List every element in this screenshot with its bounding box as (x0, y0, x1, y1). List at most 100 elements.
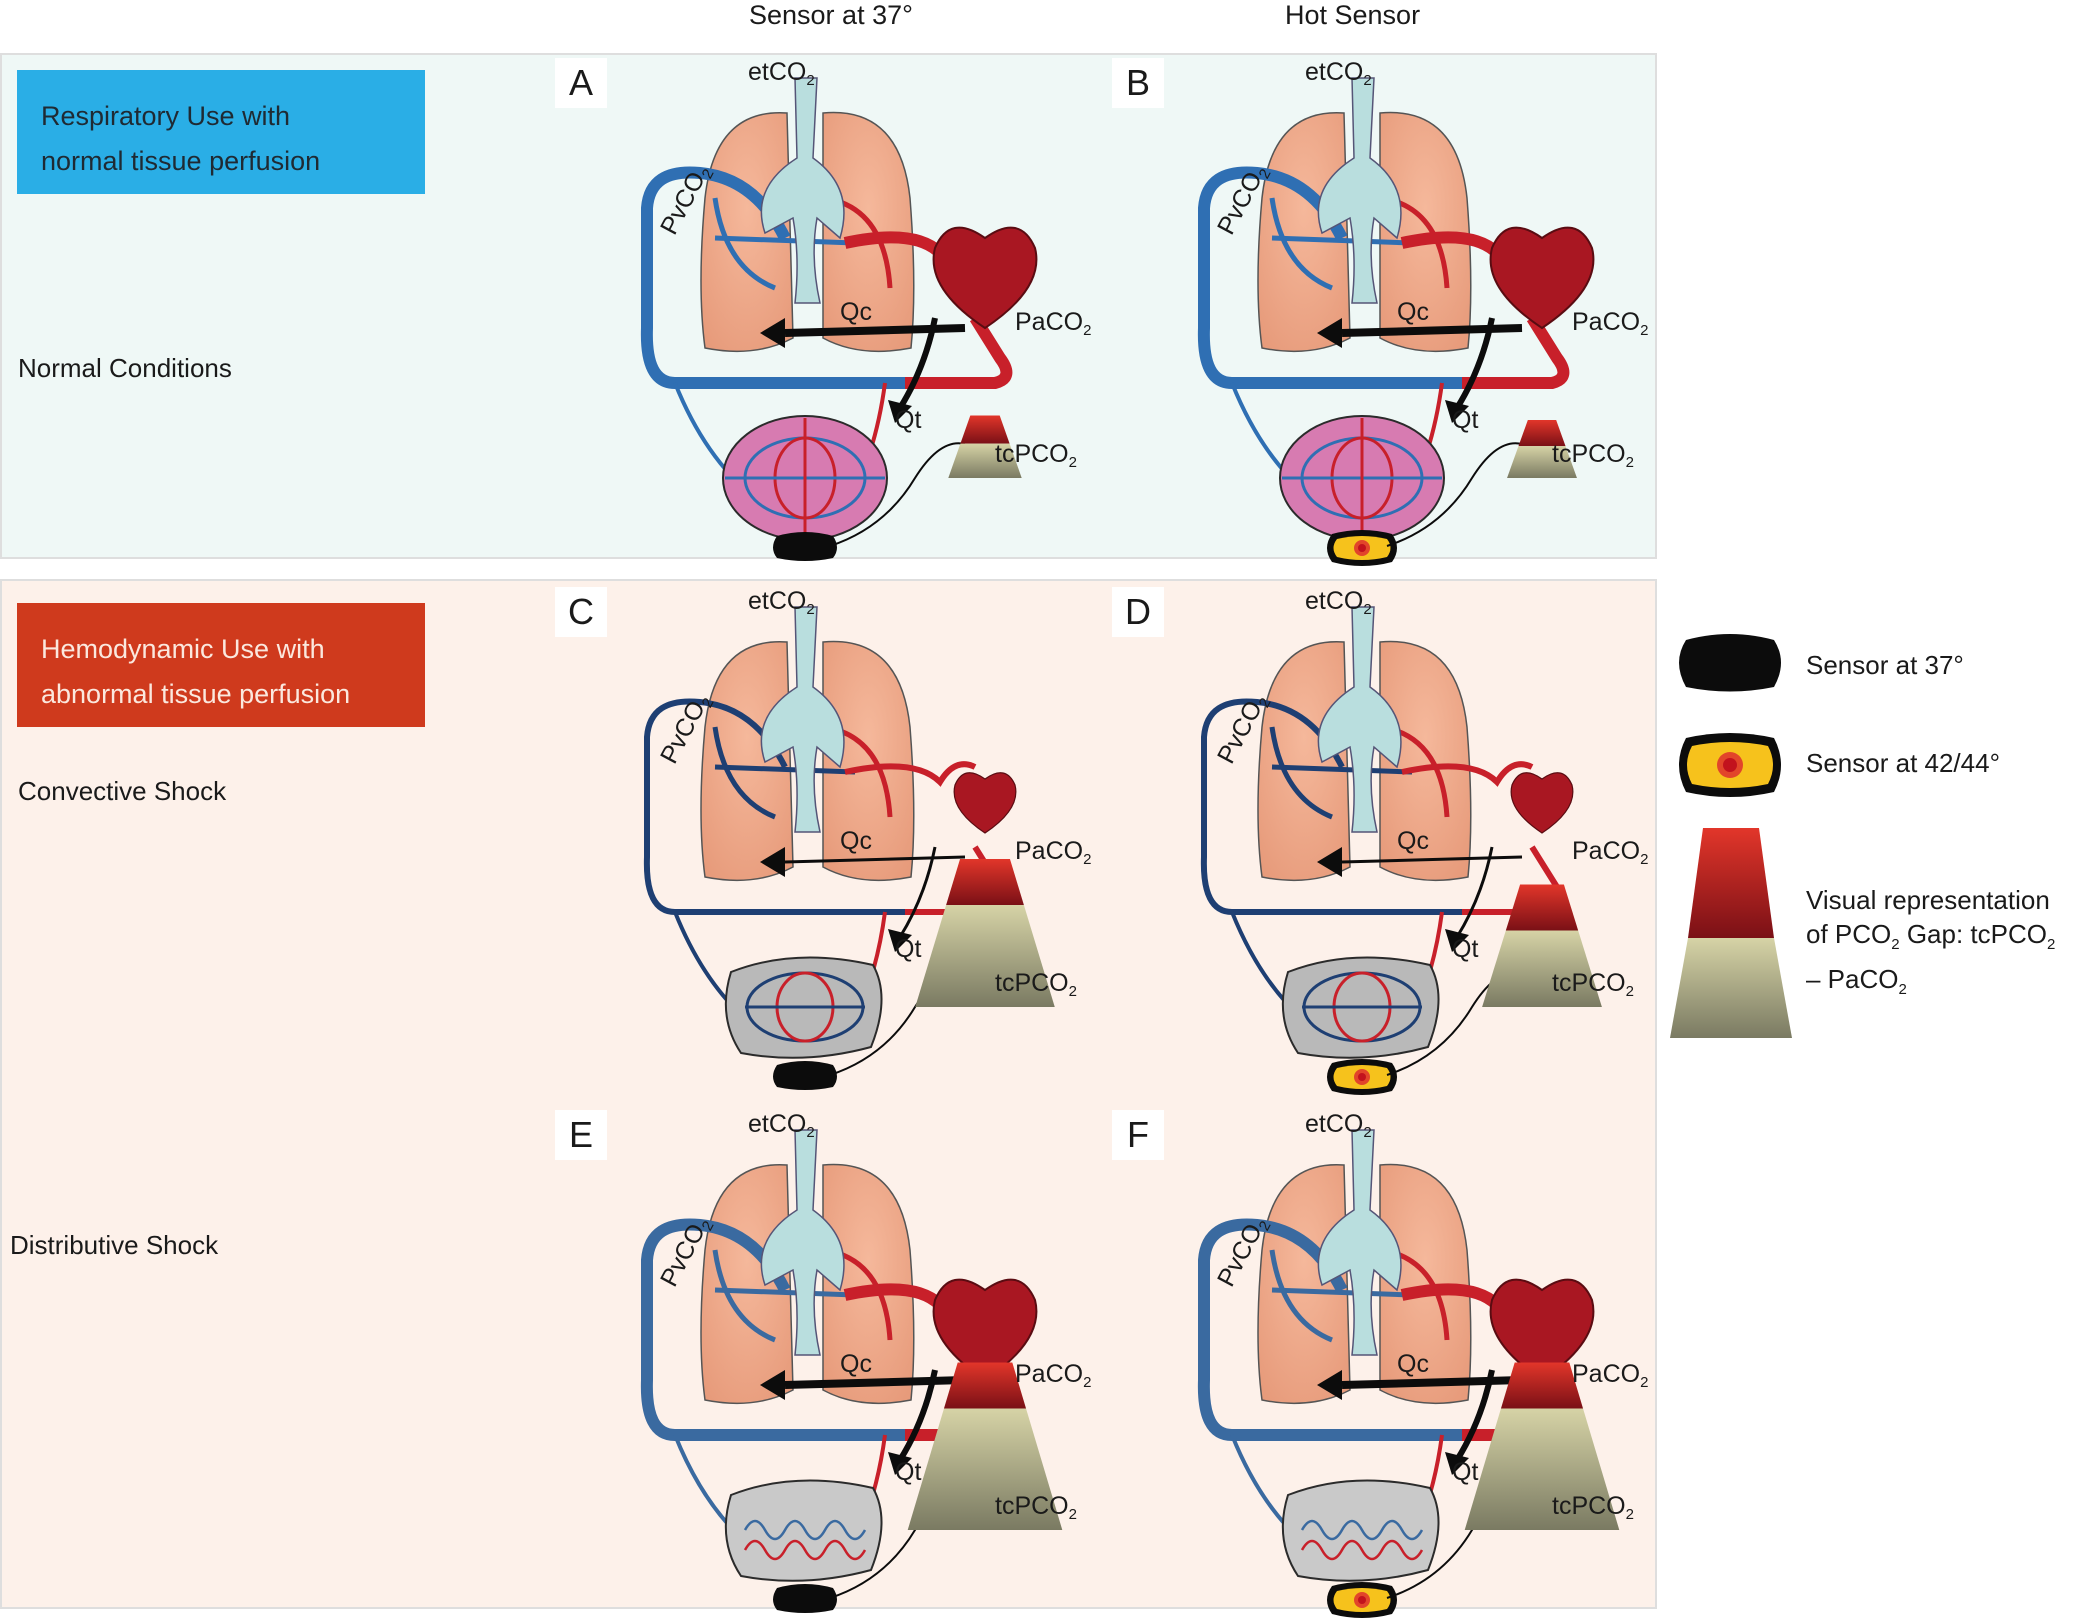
legend-gap-line2a: of PCO (1806, 919, 1892, 949)
paco2-label-subscript: 2 (1640, 322, 1649, 339)
tcpco2-label: tcPCO2 (1552, 1492, 1634, 1523)
etco2-label-text: etCO (1305, 1110, 1364, 1138)
panel-letter: B (1112, 58, 1164, 108)
tissue-compartment (1279, 415, 1445, 541)
venous-path (1197, 166, 1462, 389)
heart (932, 1278, 1038, 1382)
qt-label: Qt (895, 935, 921, 964)
tcpco2-label-subscript: 2 (1625, 454, 1634, 471)
etco2-label-text: etCO (1305, 587, 1364, 615)
paco2-label-text: PaCO (1572, 1360, 1641, 1388)
tcpco2-label-subscript: 2 (1625, 983, 1634, 1000)
tcpco2-label-text: tcPCO (1552, 440, 1626, 468)
airway (1317, 1129, 1402, 1356)
right-lung (822, 1163, 915, 1405)
etco2-label-text: etCO (748, 587, 807, 615)
qt-label: Qt (895, 406, 921, 435)
airway (760, 606, 845, 833)
hemodynamic-use-line2: abnormal tissue perfusion (41, 679, 351, 709)
column-title-sensor-37: Sensor at 37° (749, 0, 913, 30)
paco2-label-text: PaCO (1015, 308, 1084, 336)
hot-sensor-icon (1327, 1059, 1397, 1095)
legend-gap-line3: – PaCO2 (1806, 962, 2055, 1007)
qt-arrow (1445, 317, 1495, 423)
qt-label-text: Qt (1452, 406, 1479, 434)
respiratory-use-line1: Respiratory Use with (41, 101, 291, 131)
circulation-diagram (643, 606, 1055, 1090)
column-title-hot-sensor: Hot Sensor (1285, 0, 1421, 30)
paco2-label: PaCO2 (1015, 1360, 1091, 1391)
tcpco2-label-subscript: 2 (1068, 454, 1077, 471)
arterial-path (1462, 314, 1570, 389)
right-lung (1379, 111, 1472, 353)
heart (1510, 772, 1574, 834)
qt-arrow (888, 317, 938, 423)
pco2-gap-cone (1464, 1362, 1620, 1530)
etco2-label: etCO2 (1305, 587, 1372, 618)
panel-letter: F (1112, 1110, 1164, 1160)
qt-label-text: Qt (895, 406, 922, 434)
etco2-label-text: etCO (748, 1110, 807, 1138)
tcpco2-label-text: tcPCO (995, 969, 1069, 997)
pco2-gap-cone (907, 1362, 1063, 1530)
row-label-distributive: Distributive Shock (10, 1230, 219, 1260)
etco2-label-subscript: 2 (1363, 1124, 1372, 1141)
circulation-diagram (1197, 77, 1595, 566)
cold-sensor-icon (773, 1584, 837, 1613)
qc-arrow (760, 847, 966, 877)
tissue-compartment (722, 415, 888, 541)
respiratory-use-tag: Respiratory Use with normal tissue perfu… (17, 70, 425, 194)
qc-arrow (1317, 847, 1523, 877)
circulation-diagram (640, 1129, 1063, 1613)
right-lung (822, 640, 915, 882)
legend-gap-line2b: Gap: tcPCO (1899, 919, 2047, 949)
panel-letter: A (555, 58, 607, 108)
tcpco2-label-text: tcPCO (995, 1492, 1069, 1520)
legend-gap-line2: of PCO2 Gap: tcPCO2 (1806, 917, 2055, 962)
paco2-label: PaCO2 (1015, 837, 1091, 868)
paco2-label-text: PaCO (1572, 308, 1641, 336)
paco2-label-text: PaCO (1015, 1360, 1084, 1388)
venous-path (1197, 1218, 1462, 1441)
airway (1317, 77, 1402, 304)
qc-label: Qc (1397, 1350, 1429, 1379)
right-lung (1379, 640, 1472, 882)
left-lung (700, 641, 794, 882)
tcpco2-label: tcPCO2 (995, 440, 1077, 471)
cold-sensor-icon (1679, 634, 1781, 692)
etco2-label-text: etCO (748, 58, 807, 86)
qt-arrow (1445, 846, 1494, 952)
qt-label: Qt (1452, 406, 1478, 435)
tcpco2-label-subscript: 2 (1625, 1506, 1634, 1523)
row-label-convective: Convective Shock (18, 776, 227, 806)
qc-label: Qc (1397, 827, 1429, 856)
etco2-label-subscript: 2 (806, 72, 815, 89)
qc-label-text: Qc (1397, 1350, 1429, 1378)
etco2-label: etCO2 (748, 58, 815, 89)
qc-label-text: Qc (840, 1350, 872, 1378)
paco2-label-subscript: 2 (1083, 322, 1092, 339)
etco2-label-subscript: 2 (806, 601, 815, 618)
qc-label-text: Qc (1397, 827, 1429, 855)
qt-label: Qt (895, 1458, 921, 1487)
pco2-gap-cone (915, 859, 1055, 1007)
cold-sensor-icon (773, 1061, 837, 1090)
hot-sensor-icon (1327, 530, 1397, 566)
airway (1317, 606, 1402, 833)
left-lung (1257, 641, 1351, 882)
heart (1489, 1278, 1595, 1382)
pco2-gap-cone (1507, 420, 1577, 478)
respiratory-use-line2: normal tissue perfusion (41, 146, 321, 176)
panel-letter: D (1112, 587, 1164, 637)
qt-arrow (888, 846, 937, 952)
paco2-label: PaCO2 (1572, 837, 1648, 868)
qc-label-text: Qc (840, 298, 872, 326)
qc-label: Qc (1397, 298, 1429, 327)
legend-gap-sub1: 2 (1891, 936, 1900, 954)
legend-gap-line3-text: – PaCO (1806, 964, 1899, 995)
circulation-diagram (1197, 1129, 1620, 1618)
etco2-label-subscript: 2 (1363, 72, 1372, 89)
